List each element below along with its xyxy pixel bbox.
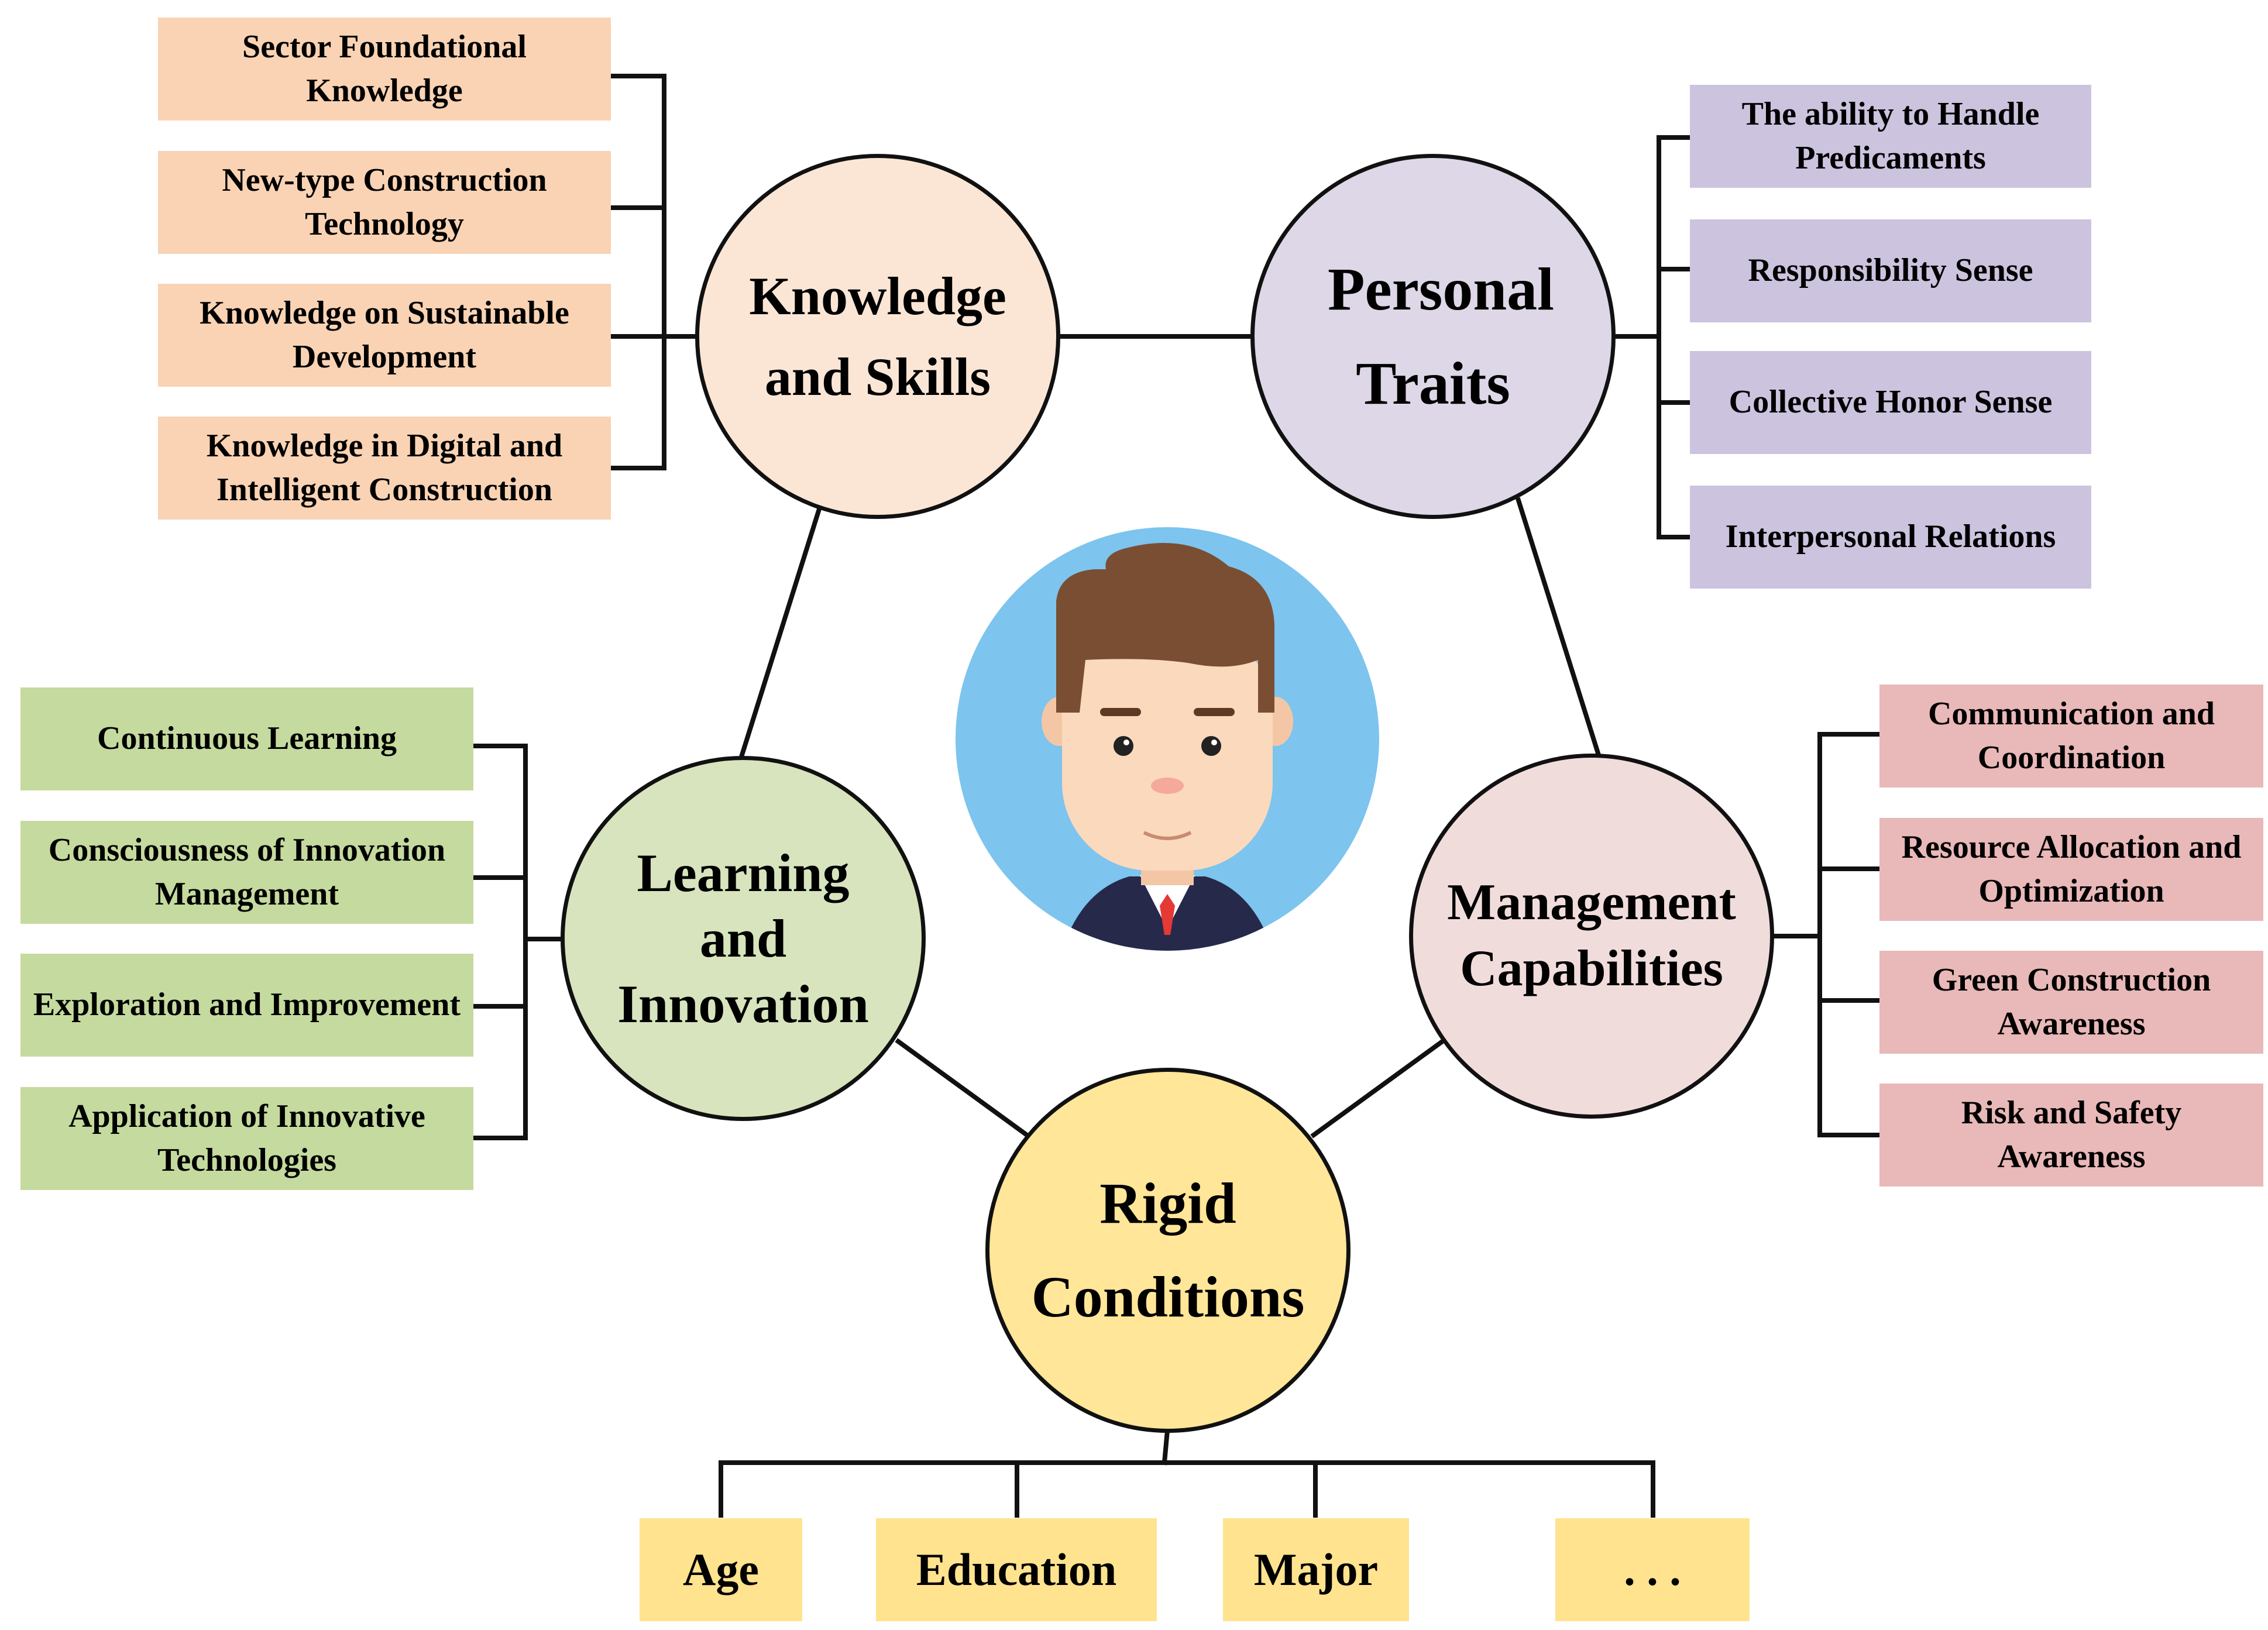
learning-item: Continuous Learning (20, 687, 473, 790)
bracket-management (1817, 732, 1882, 1137)
bracket-knowledge (609, 74, 666, 470)
rigid-conditions-title: Rigid Conditions (1031, 1171, 1305, 1329)
personal-item: The ability to Handle Predicaments (1690, 85, 2091, 188)
management-item: Green Construction Awareness (1879, 951, 2263, 1054)
management-item: Resource Allocation and Optimization (1879, 818, 2263, 921)
knowledge-item: New-type Construction Technology (158, 151, 611, 254)
edge-knowledge-learning (737, 505, 823, 764)
management-item: Risk and Safety Awareness (1879, 1084, 2263, 1187)
learning-innovation-circle: Learning and Innovation (561, 756, 926, 1121)
bracket-learning (472, 744, 528, 1140)
rigid-conditions-circle: Rigid Conditions (985, 1068, 1351, 1433)
rigid-item: Age (640, 1518, 802, 1621)
learning-item: Consciousness of Innovation Management (20, 821, 473, 924)
knowledge-skills-title: Knowledge and Skills (749, 266, 1006, 407)
rigid-item: Education (876, 1518, 1157, 1621)
bracket-personal (1657, 135, 1693, 539)
personal-traits-title: Personal Traits (1328, 255, 1555, 417)
knowledge-item: Sector Foundational Knowledge (158, 18, 611, 121)
edge-management-rigid (1310, 1038, 1446, 1139)
management-capabilities-circle: Management Capabilities (1409, 754, 1774, 1119)
learning-item: Application of Innovative Technologies (20, 1087, 473, 1190)
learning-innovation-title: Learning and Innovation (617, 842, 869, 1034)
knowledge-item: Knowledge in Digital and Intelligent Con… (158, 417, 611, 520)
personal-item: Responsibility Sense (1690, 219, 2091, 322)
edge-personal-management (1515, 497, 1604, 764)
learning-item: Exploration and Improvement (20, 954, 473, 1057)
knowledge-item: Knowledge on Sustainable Development (158, 284, 611, 387)
knowledge-skills-circle: Knowledge and Skills (695, 154, 1060, 519)
management-capabilities-title: Management Capabilities (1447, 874, 1736, 997)
person-avatar-icon (956, 527, 1379, 951)
management-item: Communication and Coordination (1879, 685, 2263, 788)
personal-item: Collective Honor Sense (1690, 351, 2091, 454)
rigid-item: . . . (1555, 1518, 1750, 1621)
personal-traits-circle: Personal Traits (1250, 154, 1616, 519)
bracket-rigid (719, 1460, 1655, 1518)
edge-learning-rigid (895, 1038, 1030, 1139)
personal-item: Interpersonal Relations (1690, 486, 2091, 589)
rigid-item: Major (1223, 1518, 1409, 1621)
